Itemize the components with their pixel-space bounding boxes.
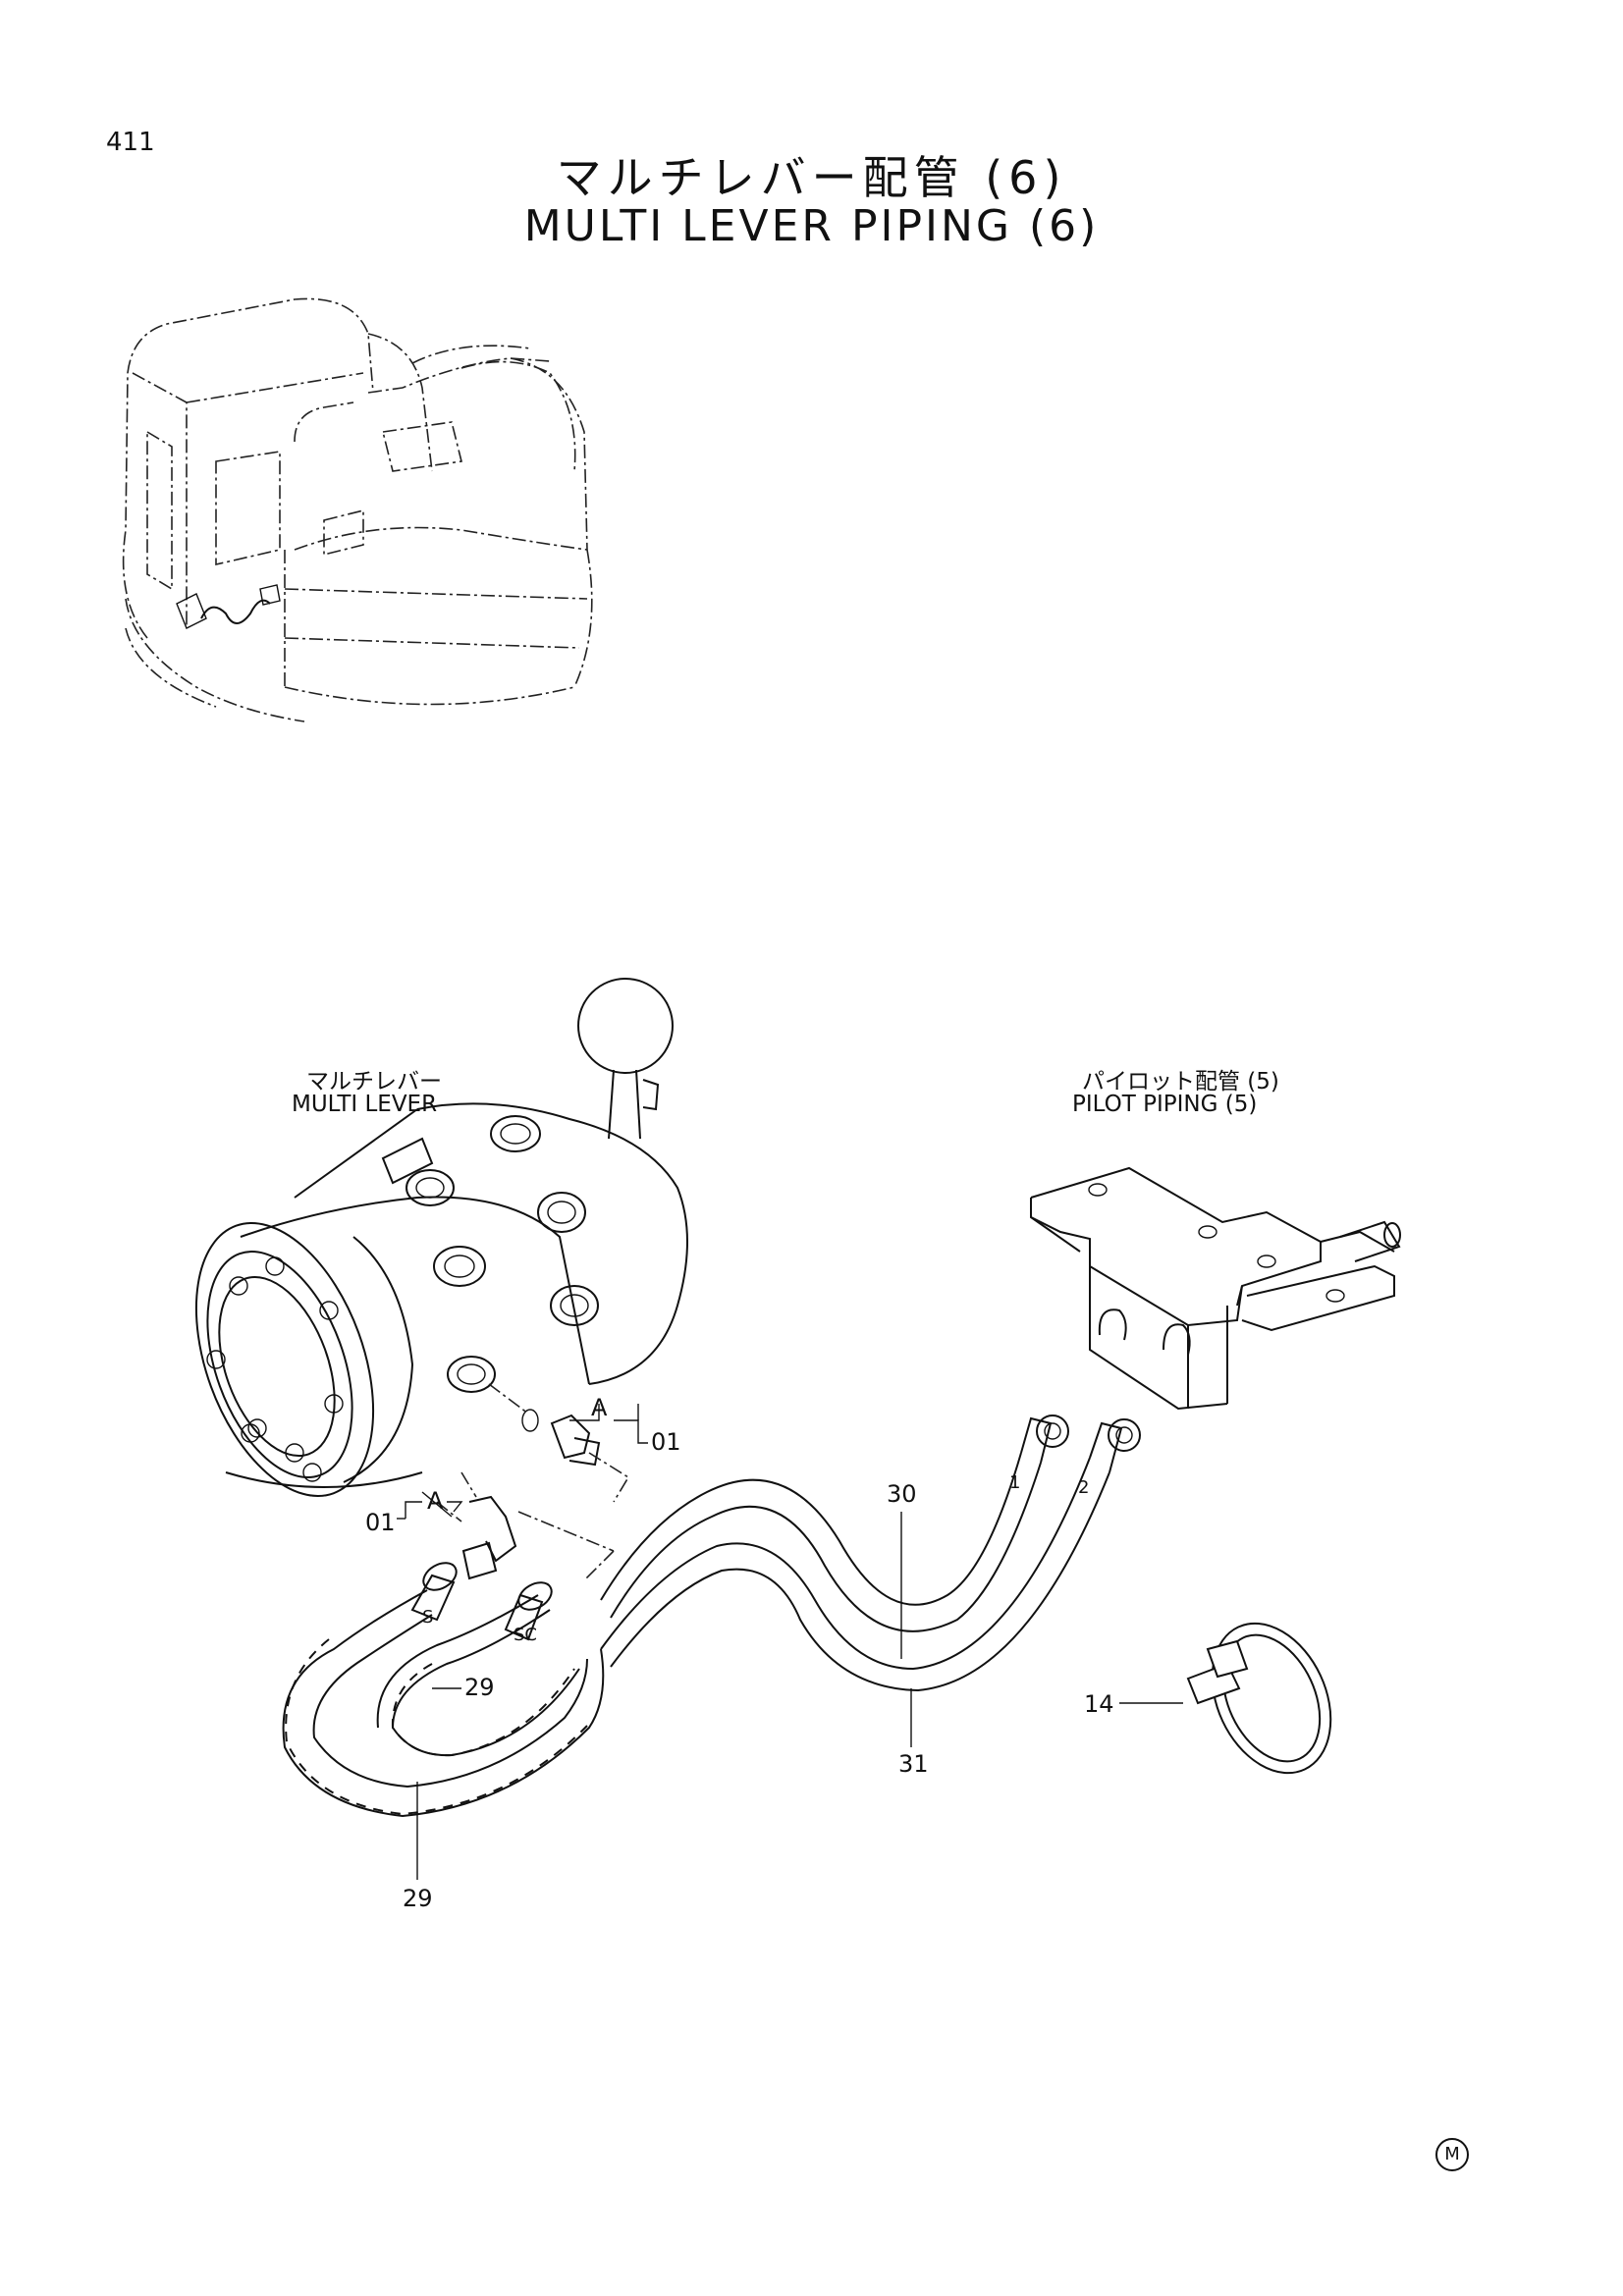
port-label-2: 2	[1078, 1477, 1090, 1498]
port-label-s: S	[422, 1607, 434, 1628]
cable-tie	[1119, 1622, 1332, 1775]
multi-lever-label-en: MULTI LEVER	[292, 1092, 438, 1117]
hose-29	[282, 1562, 605, 1880]
callout-30: 30	[887, 1480, 917, 1508]
callout-a-left: A	[427, 1487, 444, 1515]
fittings	[397, 1383, 648, 1581]
pilot-piping-label-en: PILOT PIPING (5)	[1072, 1092, 1258, 1117]
title-japanese: マルチレバー配管 (6)	[556, 151, 1067, 204]
pilot-piping-label-jp: パイロット配管 (5)	[1082, 1069, 1279, 1095]
multi-lever-valve	[194, 978, 688, 1497]
callout-a-top: A	[591, 1394, 608, 1421]
callout-31: 31	[898, 1750, 929, 1778]
hose-30-31	[600, 1415, 1141, 1692]
port-label-sc: SC	[514, 1625, 537, 1645]
excavator-overview	[122, 297, 593, 722]
port-label-1: 1	[1009, 1472, 1021, 1493]
callout-29-bottom: 29	[403, 1885, 433, 1912]
multi-lever-label-jp: マルチレバー	[306, 1069, 442, 1095]
pilot-piping-block	[1030, 1166, 1401, 1411]
callout-14: 14	[1084, 1690, 1114, 1718]
callout-01-right: 01	[651, 1428, 681, 1456]
manual-mark: M	[1435, 2138, 1469, 2171]
callout-01-left: 01	[365, 1509, 396, 1536]
title-english: MULTI LEVER PIPING (6)	[523, 201, 1100, 251]
page-number: 411	[106, 128, 155, 157]
callout-29-inner: 29	[464, 1674, 495, 1701]
